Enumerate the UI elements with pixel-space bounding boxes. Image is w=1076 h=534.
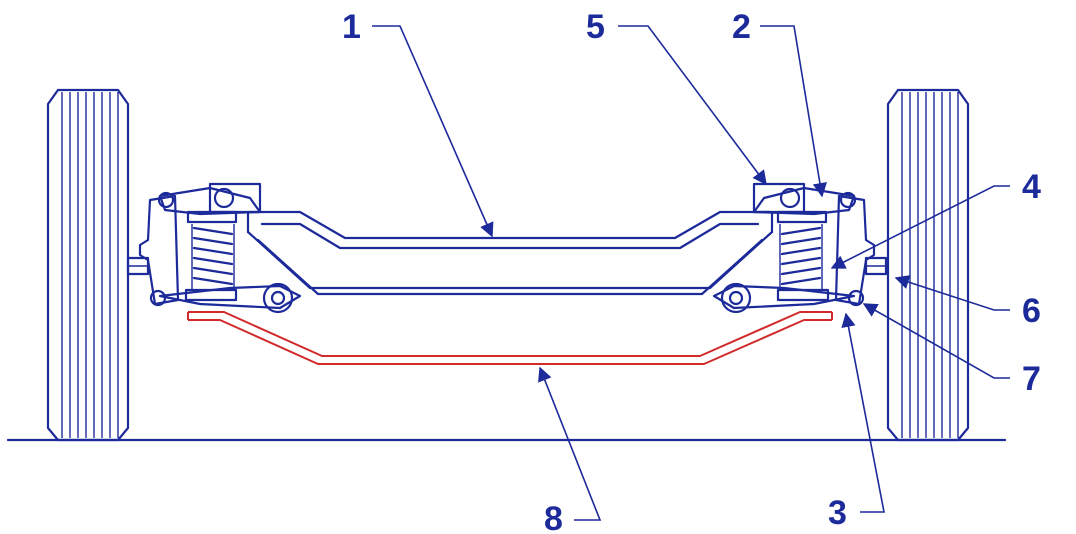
right-bushing-icon xyxy=(720,282,752,314)
right-coil-spring-icon xyxy=(779,224,823,290)
leader-3 xyxy=(841,312,885,513)
callout-4: 4 xyxy=(1022,168,1041,206)
callout-2: 2 xyxy=(732,8,751,46)
right-wheel-icon xyxy=(886,88,970,442)
callout-1: 1 xyxy=(342,8,361,46)
leader-8 xyxy=(538,366,602,521)
callout-8: 8 xyxy=(544,500,563,534)
leader-7 xyxy=(862,303,1010,379)
left-bushing-icon xyxy=(262,282,294,314)
callout-5: 5 xyxy=(586,8,605,46)
callout-6: 6 xyxy=(1022,292,1041,330)
leader-4 xyxy=(830,185,1010,269)
callout-7: 7 xyxy=(1022,360,1041,398)
leader-6 xyxy=(894,275,1010,311)
left-wheel-icon xyxy=(46,88,130,442)
left-coil-spring-icon xyxy=(191,224,235,290)
right-suspension-assembly xyxy=(712,182,888,314)
leader-5 xyxy=(618,25,767,186)
callout-3: 3 xyxy=(828,494,847,532)
callout-leaders xyxy=(372,25,1010,521)
leader-2 xyxy=(760,25,827,198)
left-suspension-assembly xyxy=(126,182,302,314)
stabilizer-bar xyxy=(187,311,833,365)
leader-1 xyxy=(372,25,494,238)
crossmember xyxy=(246,210,774,296)
